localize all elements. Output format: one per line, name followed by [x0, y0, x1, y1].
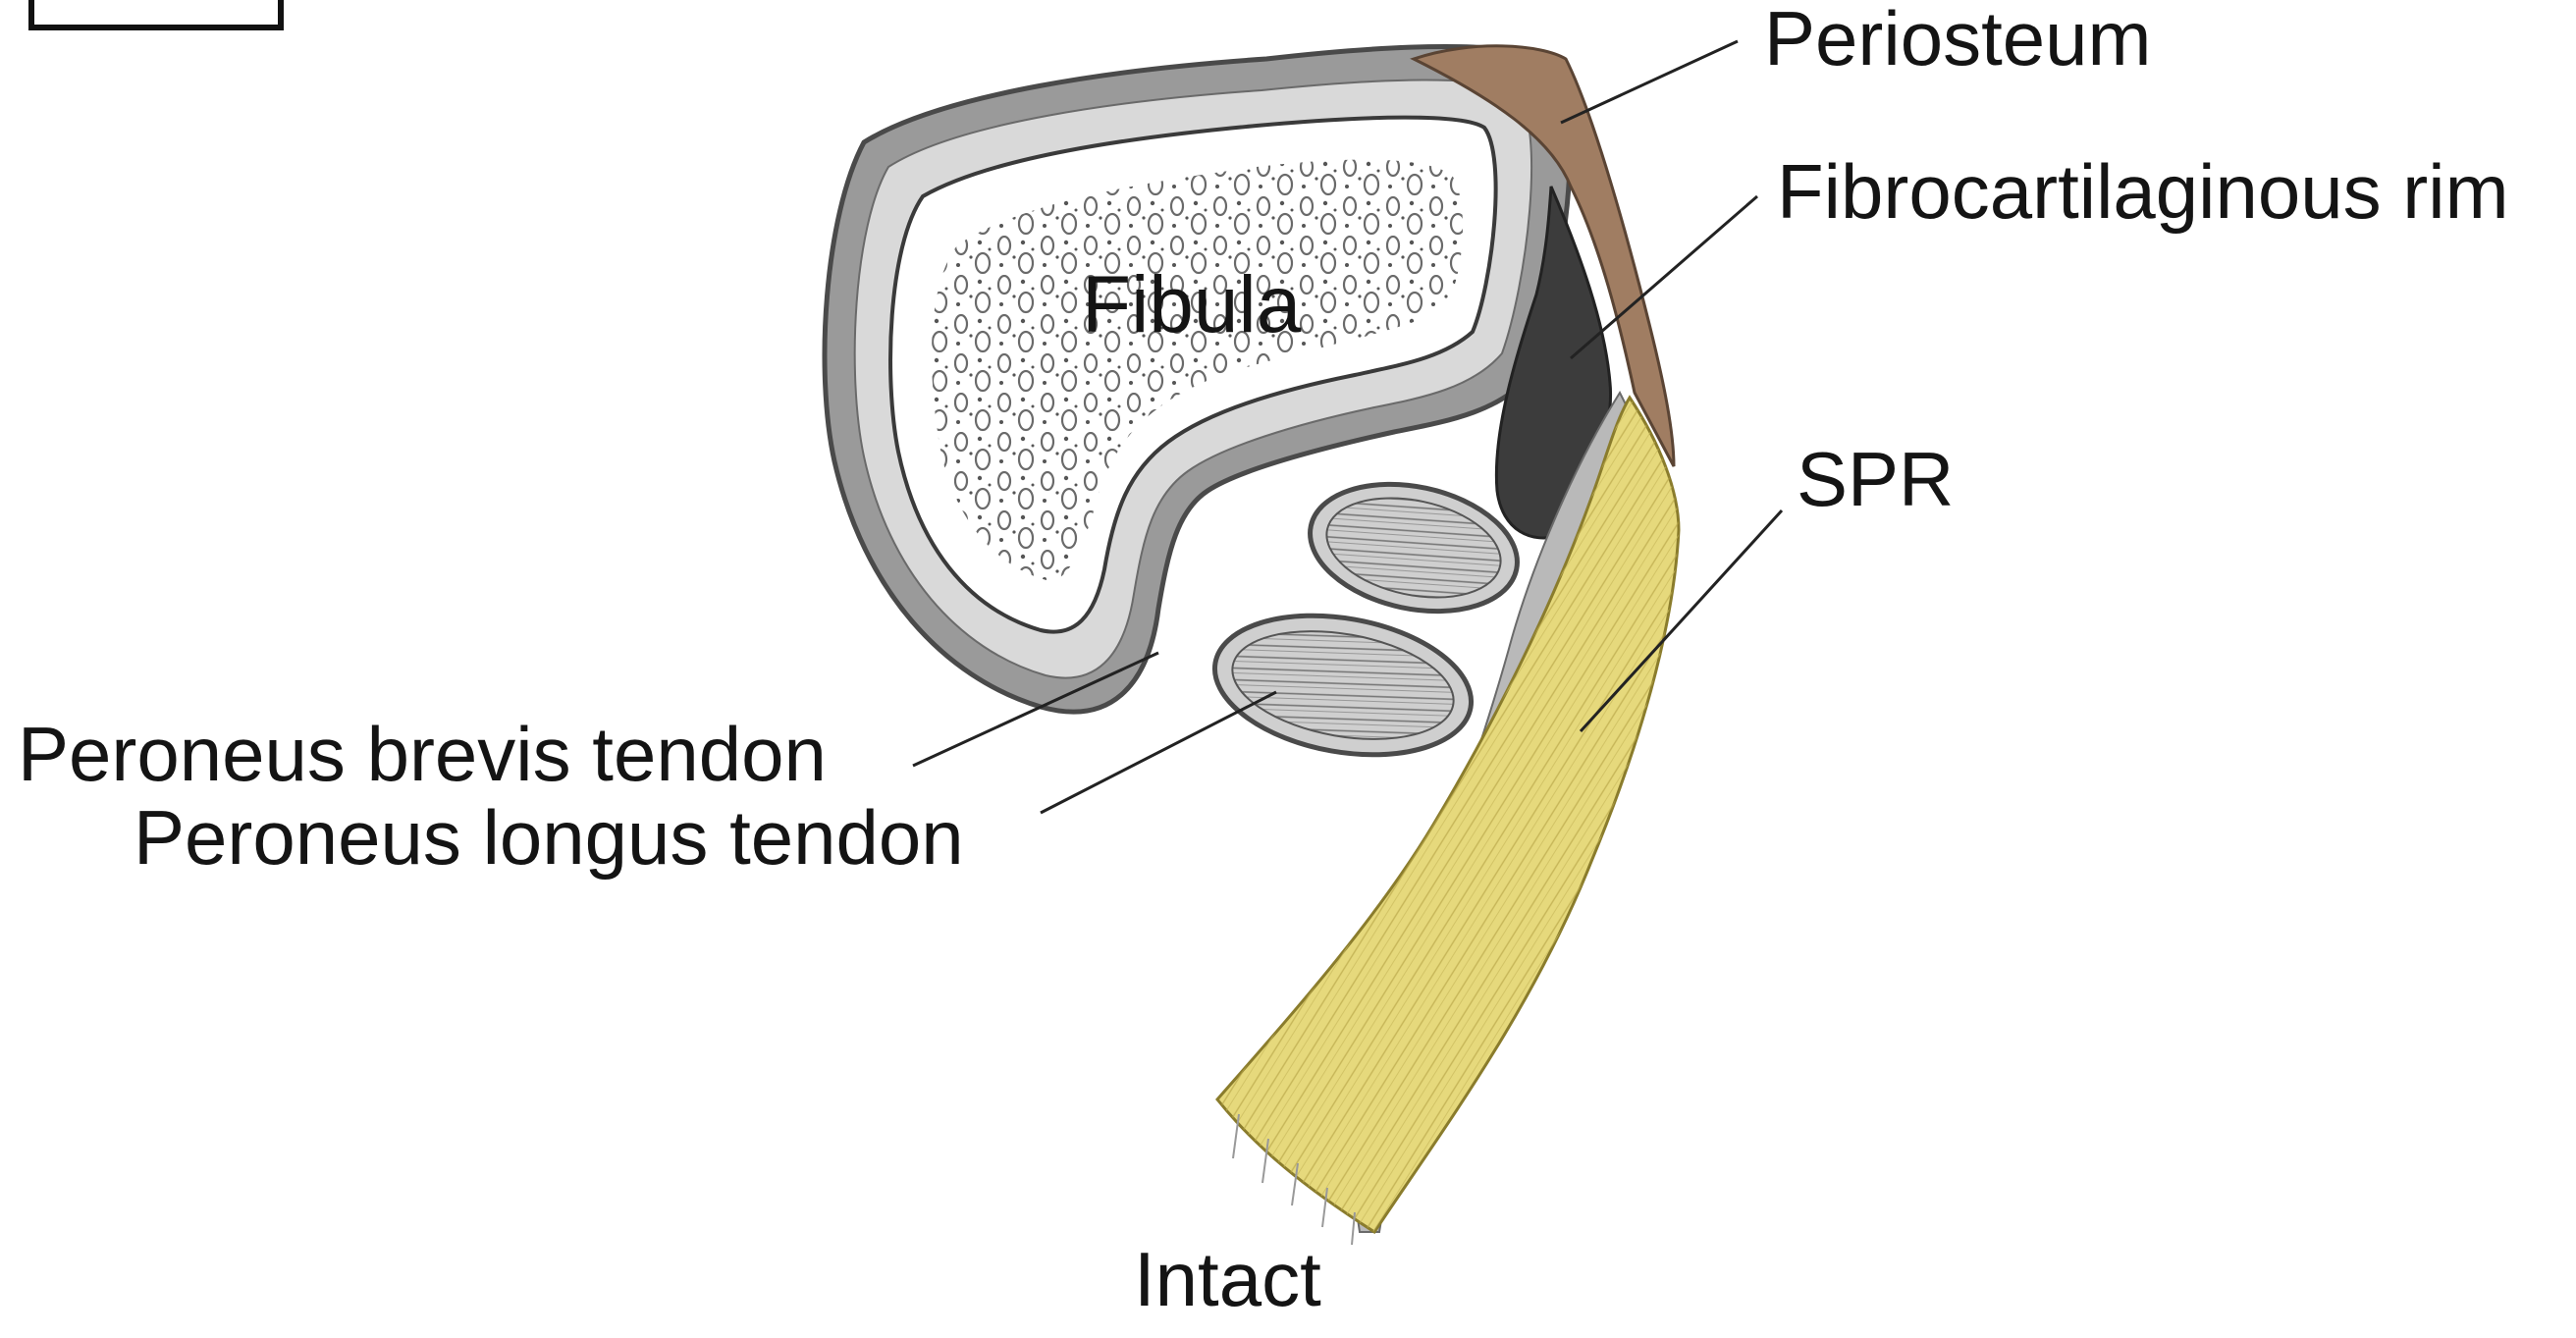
- corner-frame: [31, 0, 281, 27]
- label-state: Intact: [1134, 1236, 1321, 1322]
- label-fibrocartilaginous-rim: Fibrocartilaginous rim: [1777, 148, 2509, 235]
- label-peroneus-brevis-tendon: Peroneus brevis tendon: [18, 711, 827, 797]
- peroneus-brevis-tendon: [1298, 466, 1529, 629]
- label-spr: SPR: [1797, 436, 1954, 522]
- label-peroneus-longus-tendon: Peroneus longus tendon: [134, 794, 964, 881]
- label-periosteum: Periosteum: [1764, 0, 2152, 81]
- label-fibula: Fibula: [1082, 260, 1302, 349]
- peroneus-longus-tendon: [1204, 597, 1482, 774]
- leader-periosteum: [1561, 41, 1738, 123]
